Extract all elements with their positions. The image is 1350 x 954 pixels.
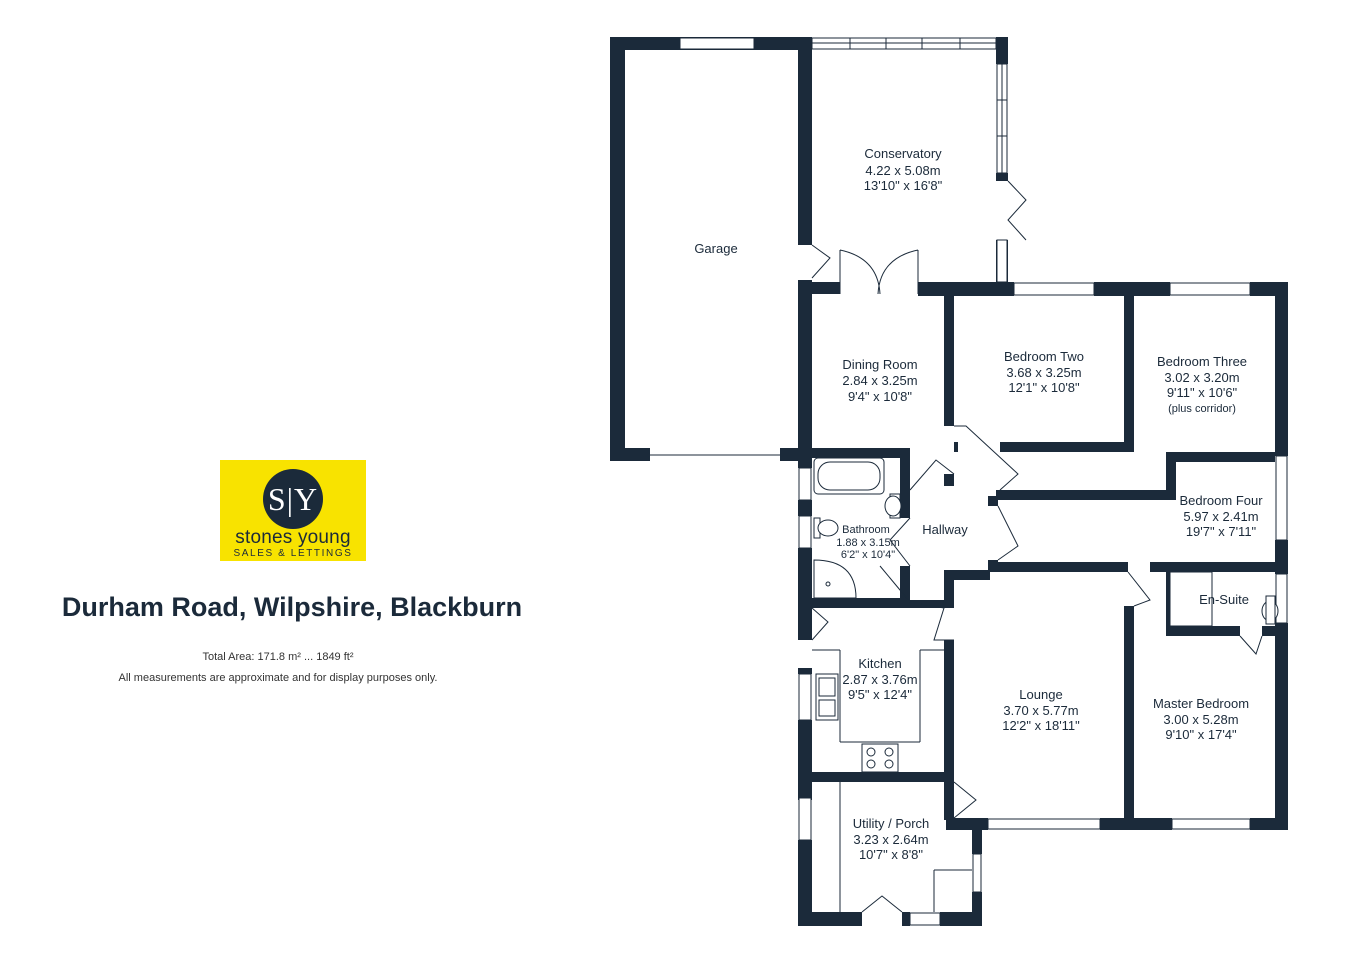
- dims-bathroom-imperial: 6'2" x 10'4": [841, 549, 895, 561]
- dims-lounge-imperial: 12'2" x 18'11": [1002, 718, 1080, 733]
- label-conservatory: Conservatory: [864, 146, 942, 161]
- dims-conservatory-metric: 4.22 x 5.08m: [865, 163, 940, 178]
- disclaimer: All measurements are approximate and for…: [118, 672, 438, 684]
- dims-bed2-imperial: 12'1" x 10'8": [1008, 380, 1080, 395]
- label-en-suite: En-Suite: [1199, 592, 1249, 607]
- label-kitchen: Kitchen: [858, 656, 901, 671]
- dims-lounge-metric: 3.70 x 5.77m: [1003, 703, 1078, 718]
- fixtures: [813, 457, 1279, 773]
- logo-tagline: SALES & LETTINGS: [233, 548, 353, 559]
- label-master-bedroom: Master Bedroom: [1153, 696, 1249, 711]
- walls: [610, 37, 1288, 926]
- label-hallway: Hallway: [922, 522, 968, 537]
- doors: [811, 180, 1263, 913]
- dims-utility-metric: 3.23 x 2.64m: [853, 832, 928, 847]
- dims-kitchen-metric: 2.87 x 3.76m: [842, 672, 917, 687]
- label-bedroom-two: Bedroom Two: [1004, 349, 1084, 364]
- label-lounge: Lounge: [1019, 687, 1062, 702]
- note-bed3: (plus corridor): [1168, 403, 1236, 415]
- dims-bed3-imperial: 9'11" x 10'6": [1167, 385, 1238, 400]
- dims-bed2-metric: 3.68 x 3.25m: [1006, 365, 1081, 380]
- dims-bed4-imperial: 19'7" x 7'11": [1186, 524, 1257, 539]
- brand-logo: S|Y stones young SALES & LETTINGS: [220, 460, 366, 561]
- dims-master-metric: 3.00 x 5.28m: [1163, 712, 1238, 727]
- dims-kitchen-imperial: 9'5" x 12'4": [848, 687, 912, 702]
- label-garage: Garage: [694, 241, 737, 256]
- property-title: Durham Road, Wilpshire, Blackburn: [61, 592, 523, 622]
- logo-monogram: S|Y: [263, 469, 323, 529]
- total-area: Total Area: 171.8 m² ... 1849 ft²: [202, 651, 354, 663]
- label-bathroom: Bathroom: [842, 524, 890, 536]
- label-bedroom-four: Bedroom Four: [1179, 493, 1263, 508]
- window-mullions: [812, 38, 1007, 173]
- dims-bed4-metric: 5.97 x 2.41m: [1183, 509, 1258, 524]
- dims-bathroom-metric: 1.88 x 3.15m: [836, 537, 900, 549]
- label-utility-porch: Utility / Porch: [853, 816, 930, 831]
- dims-dining-metric: 2.84 x 3.25m: [842, 373, 917, 388]
- dims-conservatory-imperial: 13'10" x 16'8": [864, 178, 943, 193]
- windows: [679, 37, 1288, 926]
- dims-dining-imperial: 9'4" x 10'8": [848, 389, 912, 404]
- logo-brand-name: stones young: [235, 527, 351, 548]
- dims-utility-imperial: 10'7" x 8'8": [859, 847, 923, 862]
- dims-bed3-metric: 3.02 x 3.20m: [1164, 370, 1239, 385]
- interior-lines: [650, 454, 972, 912]
- dims-master-imperial: 9'10" x 17'4": [1165, 727, 1237, 742]
- label-bedroom-three: Bedroom Three: [1157, 354, 1247, 369]
- label-dining-room: Dining Room: [842, 357, 917, 372]
